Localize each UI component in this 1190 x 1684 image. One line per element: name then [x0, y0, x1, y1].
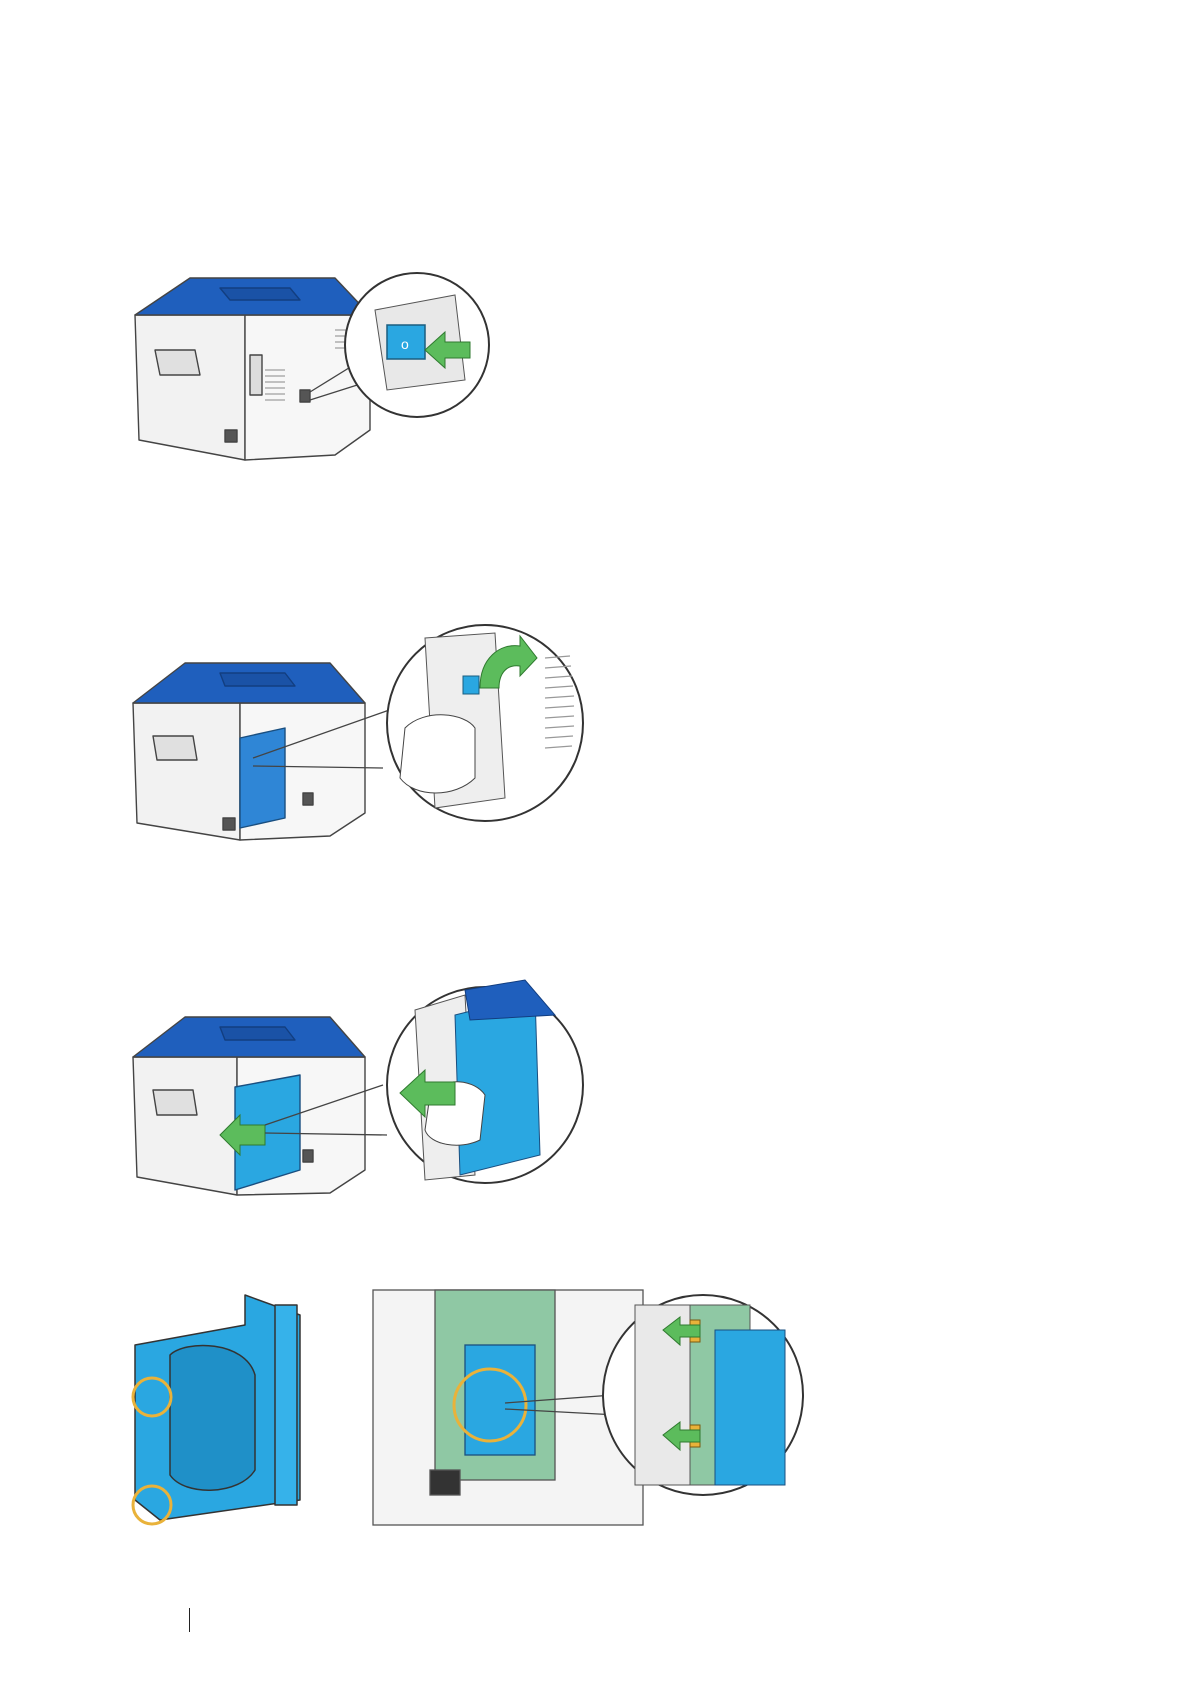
figure-power-switch-off: o — [125, 270, 545, 470]
printer-interior-illustration — [373, 1290, 643, 1525]
figure-unplug-ethernet-cable — [125, 618, 595, 848]
page-footer-rule — [189, 1608, 190, 1632]
figure-remove-chain-board-cover — [125, 975, 595, 1205]
printer-illustration — [135, 278, 370, 460]
printer-illustration — [133, 663, 365, 840]
printer-illustration — [133, 1017, 365, 1195]
figure-install-hard-disk — [125, 1285, 845, 1530]
svg-text:o: o — [401, 336, 409, 352]
